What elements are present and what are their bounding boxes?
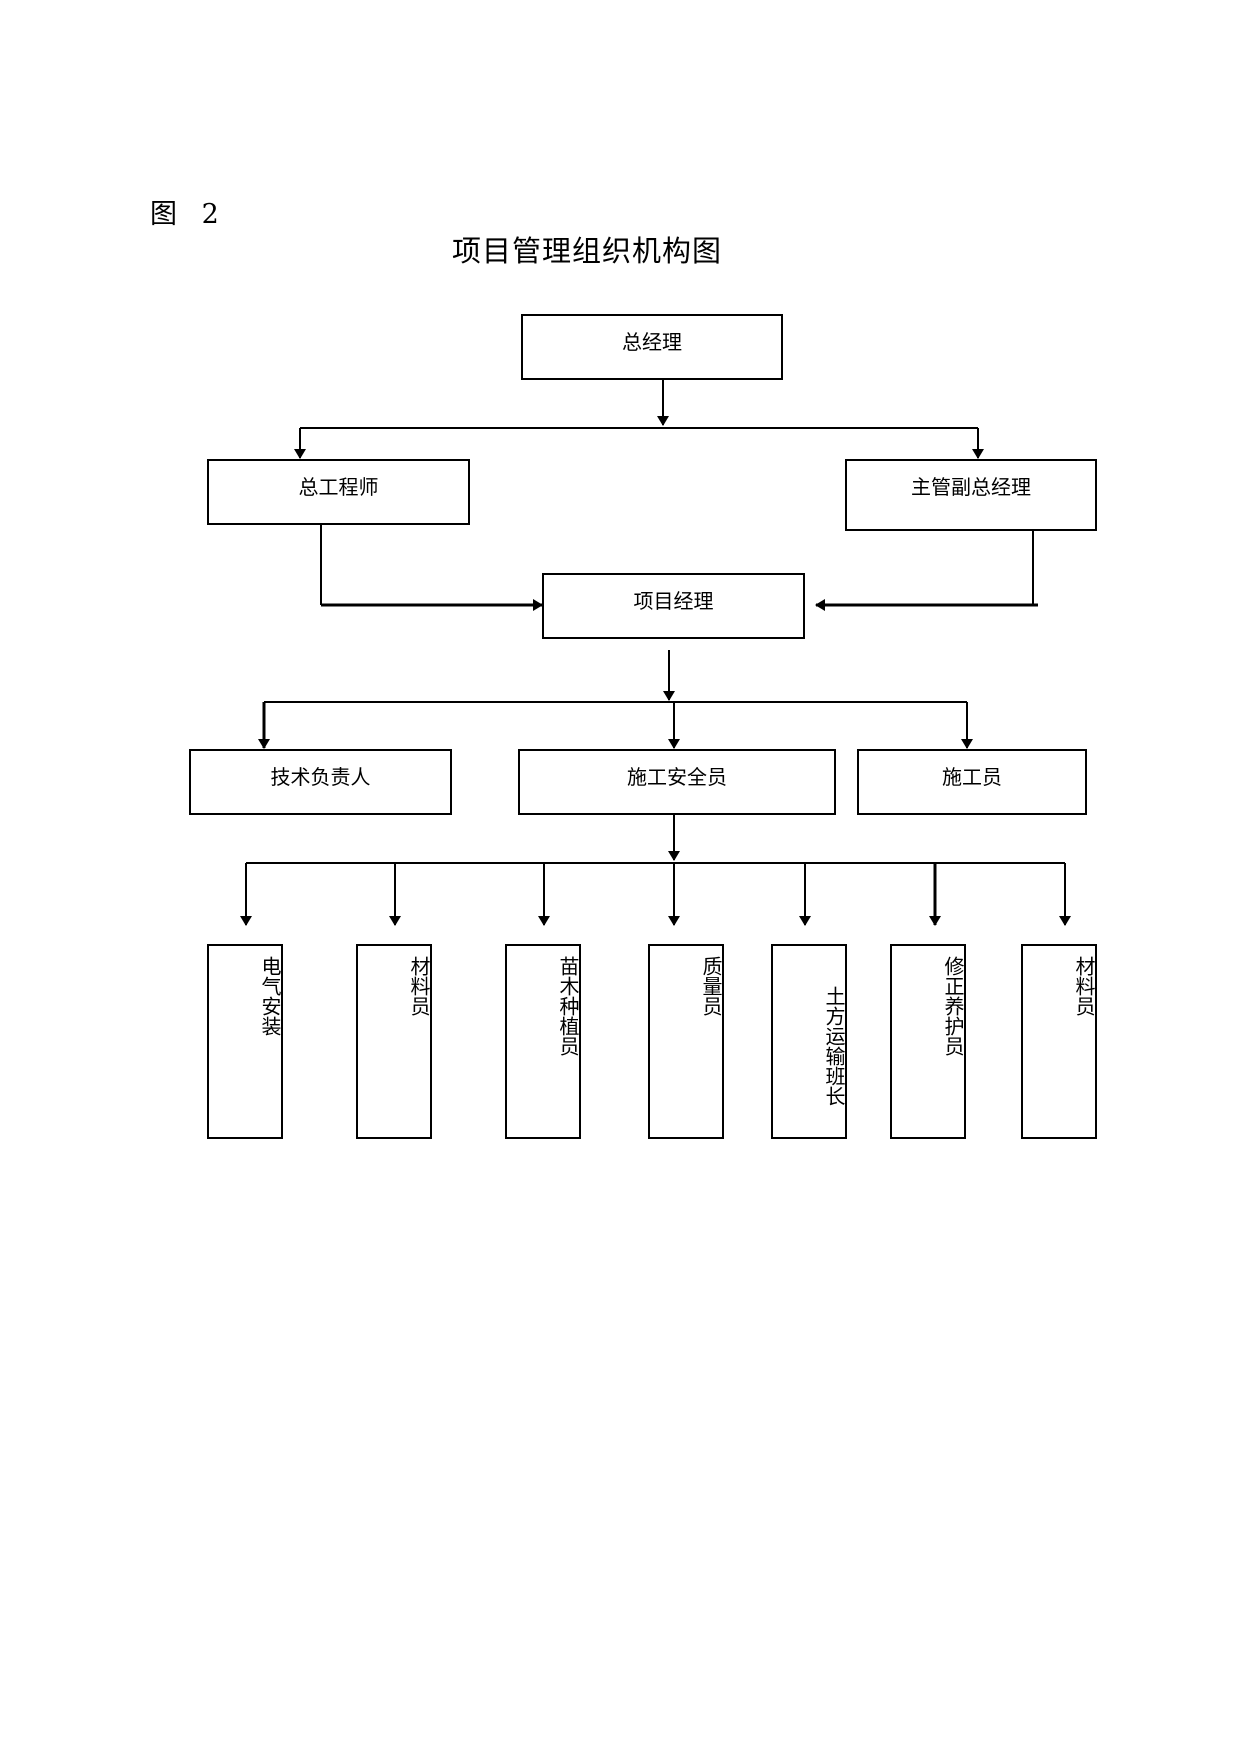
node-label: 总经理 — [622, 330, 682, 354]
node-chief-engineer: 总工程师 — [207, 459, 470, 525]
node-construction-staff: 施工员 — [857, 749, 1087, 815]
node-label: 施工员 — [942, 765, 1002, 789]
node-label: 主管副总经理 — [911, 475, 1031, 499]
staff-label: 修正养护员 — [941, 956, 965, 1056]
staff-box-7: 材料员 — [1021, 944, 1097, 1139]
node-deputy-gm: 主管副总经理 — [845, 459, 1097, 531]
staff-box-2: 材料员 — [356, 944, 432, 1139]
node-label: 总工程师 — [298, 475, 379, 499]
node-project-manager: 项目经理 — [542, 573, 805, 639]
node-label: 技术负责人 — [270, 765, 371, 789]
figure-label: 图 2 — [150, 199, 227, 230]
staff-label: 材料员 — [407, 956, 431, 1016]
staff-label: 材料员 — [1072, 956, 1096, 1016]
node-safety-officer: 施工安全员 — [518, 749, 836, 815]
staff-box-6: 修正养护员 — [890, 944, 966, 1139]
staff-box-1: 电气安装 — [207, 944, 283, 1139]
staff-label: 苗木种植员 — [556, 956, 580, 1056]
staff-box-3: 苗木种植员 — [505, 944, 581, 1139]
chart-title: 项目管理组织机构图 — [452, 234, 723, 268]
node-label: 施工安全员 — [627, 765, 727, 789]
staff-box-4: 质量员 — [648, 944, 724, 1139]
node-label: 项目经理 — [633, 589, 714, 613]
staff-label: 电气安装 — [258, 956, 282, 1036]
node-general-manager: 总经理 — [521, 314, 783, 380]
staff-label: 土方运输班长 — [822, 986, 846, 1106]
staff-label: 质量员 — [699, 956, 723, 1016]
staff-box-5: 土方运输班长 — [771, 944, 847, 1139]
node-tech-lead: 技术负责人 — [189, 749, 452, 815]
